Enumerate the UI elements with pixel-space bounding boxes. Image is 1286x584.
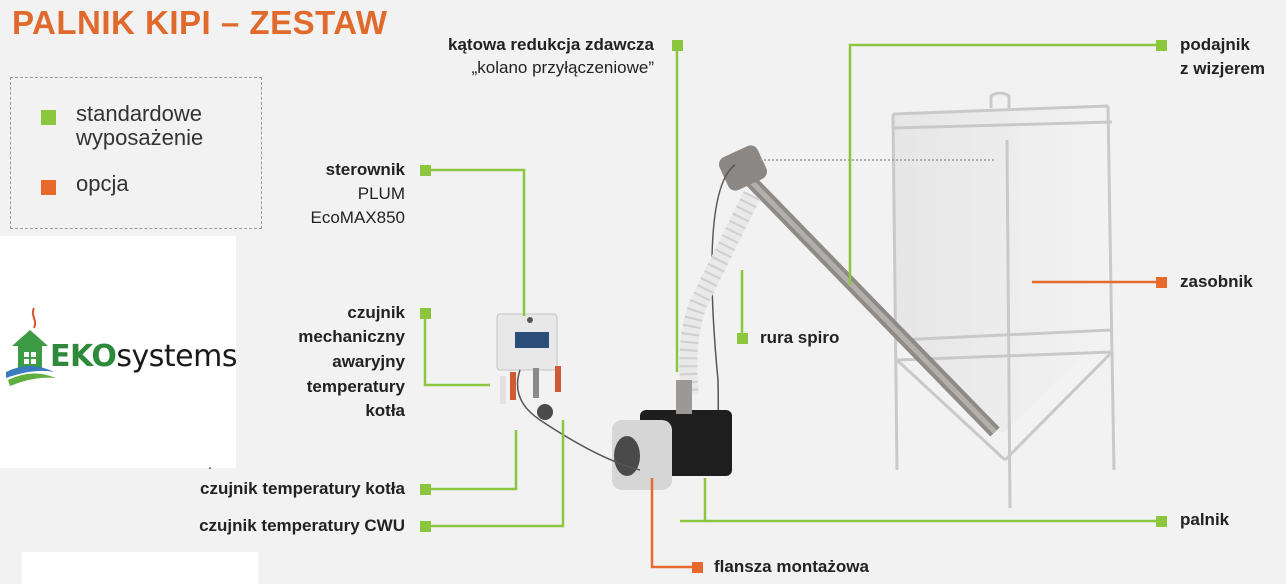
label-czujnik-cwu: czujnik temperatury CWU [199,516,405,535]
option-swatch-icon [41,180,56,195]
zasobnik-marker-icon [1156,277,1167,288]
rura-marker-icon [737,333,748,344]
label-czujnik-mech-1: czujnik [347,303,405,322]
label-sterownik: sterownik [325,160,405,179]
logo-suffix: systems [116,339,237,374]
legend: standardowe wyposażenie opcja [10,77,262,229]
burner [612,380,732,490]
controller [496,313,641,471]
label-czujnik-mech-2: mechaniczny [298,327,405,346]
label-katowa: kątowa redukcja zdawcza [448,35,654,54]
label-zasobnik: zasobnik [1180,272,1253,291]
label-podajnik-1: podajnik [1180,35,1250,54]
label-podajnik-2: z wizjerem [1180,59,1266,78]
katowa-marker-icon [672,40,683,51]
logo-prefix: EKO [50,339,117,374]
czujnik-mech-marker-icon [420,308,431,319]
label-flansza: flansza montażowa [714,557,869,576]
page-title: PALNIK KIPI – ZESTAW [12,4,388,41]
sterownik-marker-icon [420,165,431,176]
label-czujnik-mech-5: kotła [365,401,405,420]
legend-standard: standardowe wyposażenie [41,102,236,150]
legend-standard-label: standardowe wyposażenie [76,101,204,150]
label-czujnik-kotla: czujnik temperatury kotła [199,479,405,498]
label-palnik: palnik [1180,510,1230,529]
hopper [891,91,1116,509]
podajnik-marker-icon [1156,40,1167,51]
palnik-marker-icon [1156,516,1167,527]
czujnik-cwu-marker-icon [420,521,431,532]
logo-text: EKOsystems [50,339,237,374]
logo-panel: EKOsystems [0,236,237,468]
flansza-marker-icon [692,562,703,573]
label-sterownik-plum: PLUM [357,184,405,203]
legend-option-label: opcja [76,171,129,196]
label-rura: rura spiro [760,328,840,347]
label-czujnik-mech-3: awaryjny [332,352,405,371]
house-icon [6,307,56,386]
label-katowa-sub: „kolano przyłączeniowe” [471,58,654,77]
bottom-panel [22,552,258,584]
label-sterownik-model: EcoMAX850 [310,208,406,227]
legend-option: opcja [41,172,236,196]
dot-mark: . [208,456,212,472]
leader-lines [423,43,1160,569]
standard-swatch-icon [41,110,56,125]
czujnik-kotla-marker-icon [420,484,431,495]
label-czujnik-mech-4: temperatury [306,377,405,396]
